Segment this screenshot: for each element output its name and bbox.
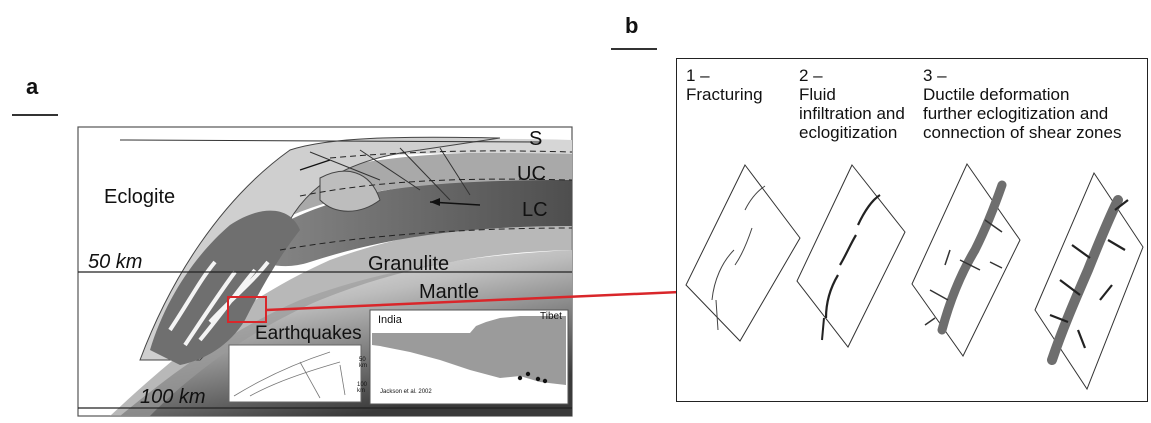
label-mantle: Mantle bbox=[419, 281, 480, 303]
rhombus-3-branches bbox=[924, 219, 1003, 326]
inset-label-tibet: Tibet bbox=[540, 311, 562, 322]
step-3-line-1: Ductile deformation bbox=[923, 85, 1070, 104]
slab bbox=[110, 221, 572, 416]
step-2-line-3: eclogitization bbox=[799, 123, 898, 142]
step-3-line-2: further eclogitization and bbox=[923, 104, 1109, 123]
step-2-line-2: infiltration and bbox=[799, 104, 905, 123]
rhombus-2-veins bbox=[824, 194, 881, 319]
inset-quake-3 bbox=[535, 376, 541, 382]
label-depth-50: 50 km bbox=[88, 251, 143, 273]
rhombus-1-fractures bbox=[711, 185, 766, 331]
uc-lc-boundary bbox=[299, 178, 572, 197]
rhombus-1 bbox=[685, 164, 801, 342]
lc-arrow-head bbox=[430, 198, 440, 206]
inset-left-lines bbox=[233, 351, 346, 399]
highlight-connector bbox=[265, 290, 681, 312]
eclogite-veins bbox=[168, 260, 270, 347]
step-2-line-1: Fluid bbox=[799, 85, 836, 104]
inset-quake-1 bbox=[517, 375, 523, 381]
step-3-number: 3 – bbox=[923, 66, 947, 85]
inset-credit: Jackson et al. 2002 bbox=[380, 389, 432, 395]
panel-b-letter: b bbox=[625, 13, 639, 38]
label-depth-100: 100 km bbox=[140, 386, 206, 408]
panel-a-underline bbox=[12, 114, 58, 116]
structure-lines bbox=[119, 139, 541, 201]
panel-b-underline bbox=[611, 48, 657, 50]
panel-a-letter: a bbox=[26, 74, 39, 99]
step-1-text: 1 – Fracturing bbox=[686, 66, 763, 104]
rhombus-2 bbox=[796, 164, 906, 348]
rhombus-3-shear-zone bbox=[937, 180, 1007, 335]
label-lc: LC bbox=[522, 199, 548, 221]
granulite-fold bbox=[319, 170, 381, 212]
moho-boundary bbox=[279, 227, 572, 251]
inset-label-india: India bbox=[378, 314, 402, 326]
step-3-text: 3 – Ductile deformation further eclogiti… bbox=[923, 66, 1121, 142]
label-earthquakes: Earthquakes bbox=[255, 323, 362, 344]
wedge-arrow bbox=[299, 159, 331, 171]
label-s: S bbox=[529, 128, 543, 150]
rhombus-4-branches bbox=[1049, 199, 1129, 349]
step-1-number: 1 – bbox=[686, 66, 710, 85]
rhombus-2-vein-lower bbox=[821, 317, 825, 341]
s-uc-boundary bbox=[329, 150, 572, 159]
rhombus-4-shear-zone bbox=[1047, 195, 1123, 365]
step-2-text: 2 – Fluid infiltration and eclogitizatio… bbox=[799, 66, 905, 142]
step-3-line-3: connection of shear zones bbox=[923, 123, 1122, 142]
label-granulite: Granulite bbox=[368, 253, 450, 275]
step-1-line-1: Fracturing bbox=[686, 85, 763, 104]
inset-left-frame bbox=[228, 344, 362, 403]
inset-quake-4 bbox=[542, 378, 548, 384]
inset-profile-shape bbox=[372, 316, 566, 385]
inset-quake-2 bbox=[525, 371, 531, 377]
label-uc: UC bbox=[517, 163, 546, 185]
lower-crust-band bbox=[240, 178, 572, 267]
label-eclogite: Eclogite bbox=[104, 186, 176, 208]
step-2-number: 2 – bbox=[799, 66, 823, 85]
